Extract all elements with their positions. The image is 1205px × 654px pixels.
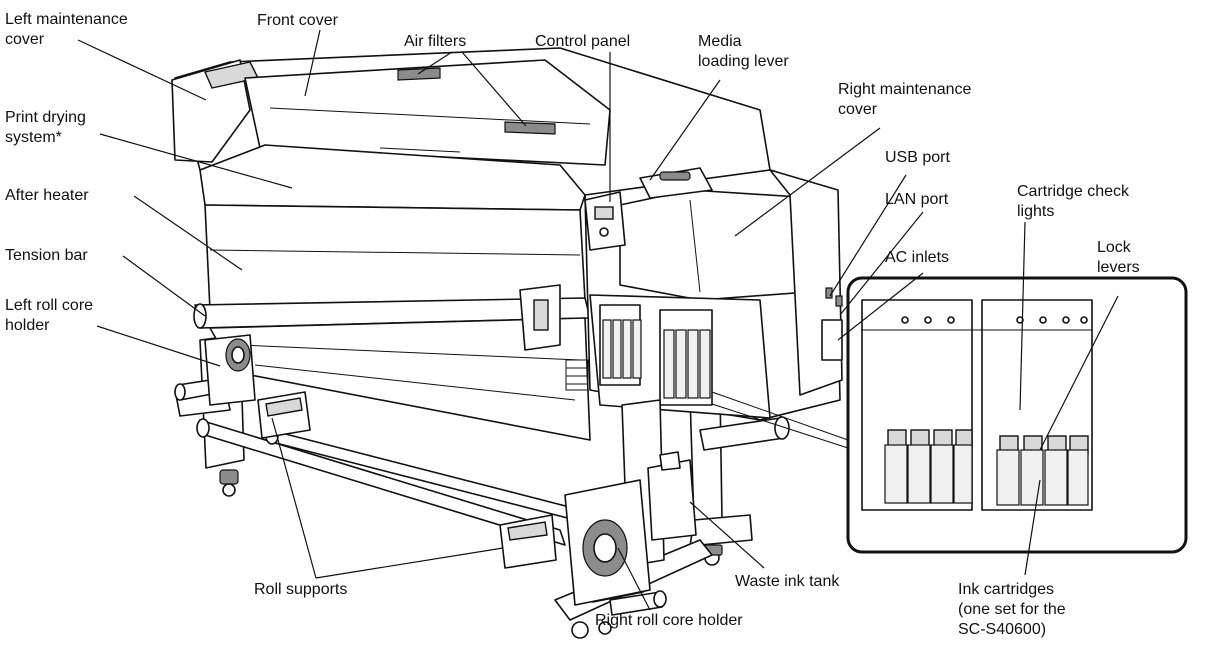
label-left-roll-core-holder: Left roll core holder (5, 297, 94, 334)
roll-bars (174, 379, 790, 616)
right-section (584, 167, 843, 567)
label-ac-inlets: AC inlets (885, 249, 950, 266)
printer-body (171, 47, 771, 441)
label-cartridge-check-lights: Cartridge check lights (1017, 183, 1130, 220)
label-tension-bar: Tension bar (5, 247, 88, 264)
label-after-heater: After heater (5, 187, 89, 204)
label-print-drying-system: Print drying system* (5, 109, 86, 146)
label-waste-ink-tank: Waste ink tank (735, 573, 840, 590)
label-left-maintenance-cover: Left maintenance cover (5, 11, 128, 48)
label-right-maintenance-cover: Right maintenance cover (838, 81, 972, 118)
roll-holders (204, 334, 651, 606)
label-front-cover: Front cover (257, 12, 338, 29)
label-media-loading-lever: Media loading lever (698, 33, 789, 70)
leader-lines (77, 29, 1119, 611)
label-air-filters: Air filters (404, 33, 467, 50)
label-control-panel: Control panel (535, 33, 631, 50)
cartridge-inset (711, 276, 1188, 554)
label-ink-cartridges: Ink cartridges (one set for the SC-S4060… (958, 581, 1066, 638)
label-lan-port: LAN port (885, 191, 949, 208)
label-lock-levers: Lock levers (1097, 239, 1140, 276)
label-usb-port: USB port (885, 149, 950, 166)
label-right-roll-core-holder: Right roll core holder (595, 612, 743, 629)
label-roll-supports: Roll supports (254, 581, 348, 598)
